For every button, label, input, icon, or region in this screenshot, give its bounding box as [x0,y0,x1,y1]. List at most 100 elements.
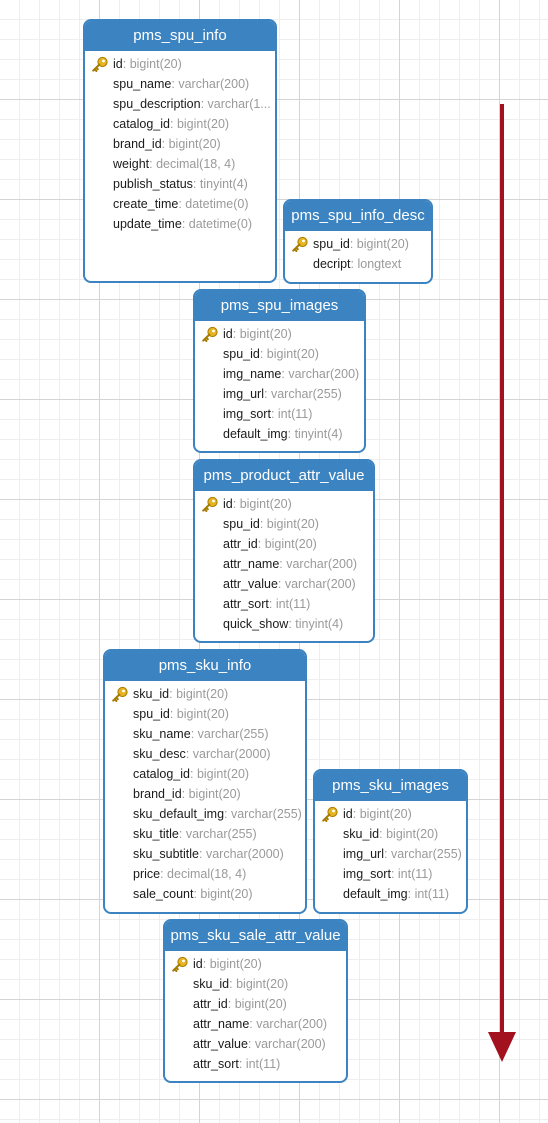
field-name: sku_id [193,977,230,991]
field-row[interactable]: attr_sort: int(11) [165,1054,346,1074]
field-row[interactable]: attr_id: bigint(20) [165,994,346,1014]
field-name: catalog_id [133,767,190,781]
field-row[interactable]: img_url: varchar(255) [195,384,364,404]
field-separator: : [169,707,177,721]
primary-key-icon [111,686,129,702]
field-row[interactable]: sku_id: bigint(20) [315,824,466,844]
field-row[interactable]: attr_value: varchar(200) [165,1034,346,1054]
field-name: attr_value [193,1037,248,1051]
field-separator: : [349,237,357,251]
field-row[interactable]: sku_name: varchar(255) [105,724,305,744]
field-name: id [223,327,233,341]
field-type: bigint(20) [234,997,287,1011]
field-row[interactable]: publish_status: tinyint(4) [85,174,275,194]
field-row[interactable]: img_name: varchar(200) [195,364,364,384]
field-row[interactable]: img_url: varchar(255) [315,844,466,864]
field-row[interactable]: sku_id: bigint(20) [105,684,305,704]
field-row[interactable]: id: bigint(20) [165,954,346,974]
field-separator: : [281,367,289,381]
field-name: create_time [113,197,179,211]
field-row[interactable]: spu_name: varchar(200) [85,74,275,94]
field-row[interactable]: id: bigint(20) [195,494,373,514]
field-row[interactable]: default_img: int(11) [315,884,466,904]
primary-key-icon [201,496,219,512]
primary-key-icon [91,56,109,72]
field-row[interactable]: catalog_id: bigint(20) [105,764,305,784]
field-row[interactable]: spu_id: bigint(20) [195,514,373,534]
field-row[interactable]: attr_name: varchar(200) [165,1014,346,1034]
field-name: img_name [223,367,282,381]
field-separator: : [227,997,235,1011]
field-name: sku_id [343,827,380,841]
field-row[interactable]: sku_id: bigint(20) [165,974,346,994]
field-separator: : [122,57,130,71]
field-row[interactable]: update_time: datetime(0) [85,214,275,234]
field-name: sku_default_img [133,807,225,821]
field-separator: : [287,427,295,441]
field-type: datetime(0) [188,217,252,231]
field-row[interactable]: sku_subtitle: varchar(2000) [105,844,305,864]
field-separator: : [238,1057,246,1071]
field-row[interactable]: attr_sort: int(11) [195,594,373,614]
field-separator: : [160,867,168,881]
field-row[interactable]: sale_count: bigint(20) [105,884,305,904]
field-name: update_time [113,217,182,231]
field-separator: : [178,827,186,841]
field-row[interactable]: id: bigint(20) [85,54,275,74]
field-name: attr_sort [193,1057,239,1071]
field-type: bigint(20) [168,137,221,151]
field-row[interactable]: quick_show: tinyint(4) [195,614,373,634]
field-type: bigint(20) [266,347,319,361]
field-row[interactable]: spu_description: varchar(1... [85,94,275,114]
field-row[interactable]: brand_id: bigint(20) [105,784,305,804]
field-row[interactable]: create_time: datetime(0) [85,194,275,214]
field-row[interactable]: sku_default_img: varchar(255) [105,804,305,824]
field-row[interactable]: decript: longtext [285,254,431,274]
field-row[interactable]: catalog_id: bigint(20) [85,114,275,134]
field-type: bigint(20) [239,497,292,511]
field-type: bigint(20) [386,827,439,841]
field-row[interactable]: attr_id: bigint(20) [195,534,373,554]
field-row[interactable]: spu_id: bigint(20) [195,344,364,364]
field-type: varchar(2000) [192,747,271,761]
field-row[interactable]: spu_id: bigint(20) [285,234,431,254]
field-type: bigint(20) [200,887,253,901]
field-row[interactable]: attr_value: varchar(200) [195,574,373,594]
field-row[interactable]: default_img: tinyint(4) [195,424,364,444]
field-separator: : [379,827,387,841]
field-row[interactable]: id: bigint(20) [195,324,364,344]
field-row[interactable]: attr_name: varchar(200) [195,554,373,574]
field-row[interactable]: price: decimal(18, 4) [105,864,305,884]
field-type: bigint(20) [176,117,230,131]
field-row[interactable]: spu_id: bigint(20) [105,704,305,724]
table-title: pms_spu_images [195,291,364,321]
field-row[interactable]: sku_desc: varchar(2000) [105,744,305,764]
field-name: attr_id [193,997,228,1011]
field-type: decimal(18, 4) [156,157,236,171]
field-type: int(11) [275,597,311,611]
field-type: int(11) [245,1057,281,1071]
field-separator: : [407,887,415,901]
field-row[interactable]: sku_title: varchar(255) [105,824,305,844]
field-name: sku_desc [133,747,186,761]
field-separator: : [232,327,240,341]
field-name: publish_status [113,177,193,191]
field-name: sale_count [133,887,194,901]
field-row[interactable]: id: bigint(20) [315,804,466,824]
field-row[interactable]: img_sort: int(11) [315,864,466,884]
field-row[interactable]: weight: decimal(18, 4) [85,154,275,174]
field-separator: : [224,807,231,821]
field-row[interactable]: brand_id: bigint(20) [85,134,275,154]
field-row[interactable]: img_sort: int(11) [195,404,364,424]
field-name: price [133,867,161,881]
field-name: img_url [343,847,384,861]
field-type: decimal(18, 4) [167,867,247,881]
field-type: bigint(20) [264,537,317,551]
